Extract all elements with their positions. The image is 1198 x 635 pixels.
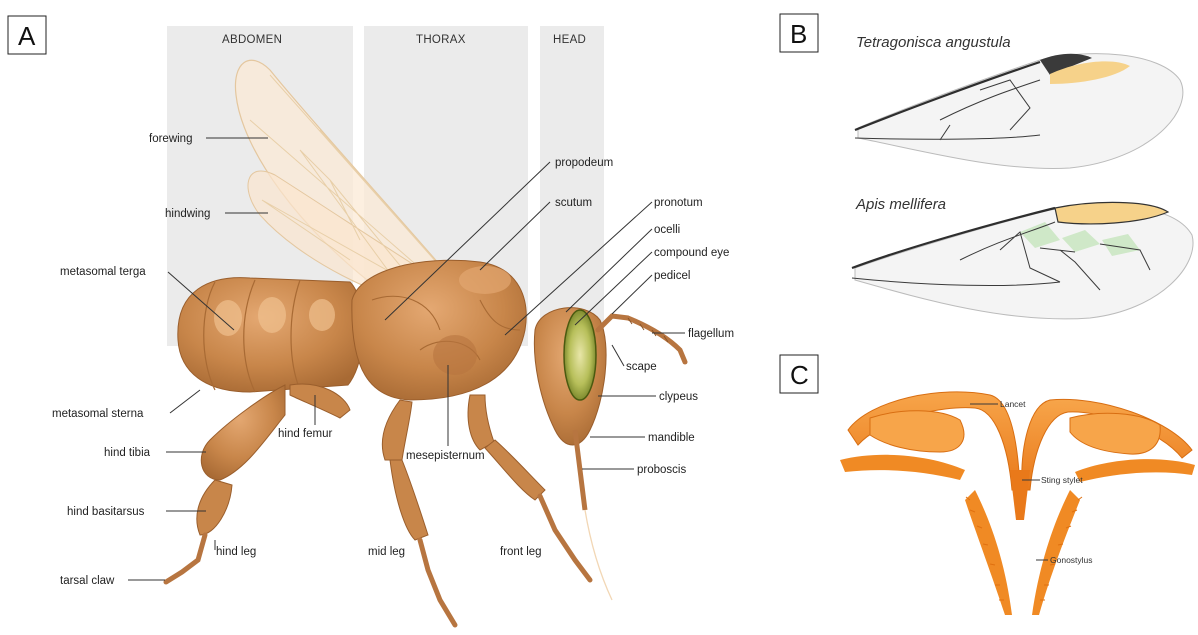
bee-head: [534, 308, 685, 600]
label-scutum: scutum: [555, 197, 592, 209]
panel-b-letter: B: [790, 19, 807, 49]
label-mesepisternum: mesepisternum: [406, 450, 485, 462]
label-front-leg: front leg: [500, 546, 542, 558]
label-sting-stylet: Sting stylet: [1041, 475, 1083, 485]
bee-legs: [166, 384, 590, 625]
bee-thorax: [352, 260, 526, 400]
region-label-abdomen: ABDOMEN: [222, 34, 282, 46]
label-tarsal-claw: tarsal claw: [60, 575, 115, 587]
label-ocelli: ocelli: [654, 224, 680, 236]
panel-a-letter: A: [18, 21, 36, 51]
panel-c-letter: C: [790, 360, 809, 390]
region-label-head: HEAD: [553, 34, 586, 46]
wing-tetragonisca: [855, 54, 1183, 169]
region-label-thorax: THORAX: [416, 34, 466, 46]
panel-a: A ABDOMEN THORAX HEAD: [8, 16, 734, 625]
label-hind-femur: hind femur: [278, 428, 333, 440]
label-mandible: mandible: [648, 432, 695, 444]
region-band-head: [540, 26, 604, 336]
label-pronotum: pronotum: [654, 197, 703, 209]
label-clypeus: clypeus: [659, 391, 698, 403]
label-metasomal-sterna: metasomal sterna: [52, 408, 144, 420]
label-hind-leg: hind leg: [216, 546, 256, 558]
label-scape: scape: [626, 361, 657, 373]
bee-abdomen: [178, 278, 363, 392]
label-hindwing: hindwing: [165, 208, 210, 220]
label-mid-leg: mid leg: [368, 546, 405, 558]
panel-c: C Lancet Sting stylet Gonostylus: [780, 355, 1195, 615]
label-hind-basitarsus: hind basitarsus: [67, 506, 145, 518]
label-propodeum: propodeum: [555, 157, 613, 169]
label-forewing: forewing: [149, 133, 192, 145]
species-label-tetragonisca: Tetragonisca angustula: [856, 34, 1011, 51]
label-compound-eye: compound eye: [654, 247, 729, 259]
compound-eye-shape: [564, 310, 596, 400]
label-gonostylus: Gonostylus: [1050, 555, 1093, 565]
panel-b: B Tetragonisca angustula Apis mellifera: [780, 14, 1193, 319]
species-label-apis: Apis mellifera: [855, 196, 946, 213]
label-proboscis: proboscis: [637, 464, 686, 476]
sting-apparatus: [840, 392, 1195, 615]
label-metasomal-terga: metasomal terga: [60, 266, 146, 278]
label-hind-tibia: hind tibia: [104, 447, 151, 459]
label-flagellum: flagellum: [688, 328, 734, 340]
wing-apis: [852, 202, 1193, 319]
label-pedicel: pedicel: [654, 270, 690, 282]
label-lancet: Lancet: [1000, 399, 1026, 409]
